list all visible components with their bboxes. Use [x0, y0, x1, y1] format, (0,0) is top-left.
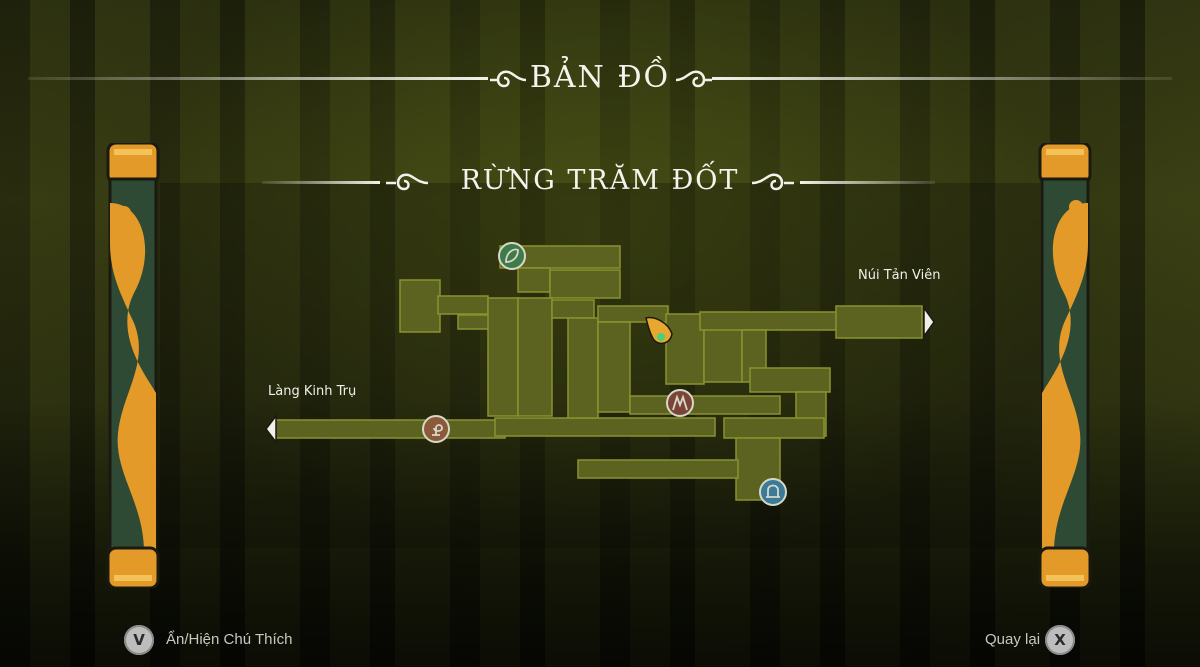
map-room: [457, 314, 491, 330]
region-line-right: [800, 181, 935, 184]
map-room: [399, 279, 441, 333]
page-title: BẢN ĐỒ: [529, 60, 671, 95]
back-button[interactable]: X: [1045, 625, 1075, 655]
map-room: [723, 417, 825, 439]
map-room: [494, 417, 716, 437]
map-room: [517, 297, 553, 417]
map-room: [665, 313, 705, 385]
spiral-icon[interactable]: [422, 415, 450, 443]
swirl-ornament-icon: [751, 173, 794, 191]
map-room: [437, 295, 489, 315]
region-header: RỪNG TRĂM ĐỐT: [0, 165, 1200, 201]
map-header: BẢN ĐỒ: [0, 60, 1200, 100]
exit-arrow-left-icon[interactable]: [265, 413, 277, 445]
map-room: [699, 311, 841, 331]
region-title: RỪNG TRĂM ĐỐT: [460, 165, 740, 196]
mask-icon[interactable]: [666, 389, 694, 417]
map-room: [629, 395, 781, 415]
exit-label-right: Núi Tản Viên: [858, 268, 941, 283]
swirl-ornament-icon: [386, 173, 429, 191]
player-bird-icon[interactable]: [645, 316, 673, 345]
map-room: [551, 299, 595, 319]
exit-label-left: Làng Kinh Trụ: [268, 384, 357, 399]
header-line-left: [28, 77, 488, 80]
header-line-right: [712, 77, 1172, 80]
bell-icon[interactable]: [759, 478, 787, 506]
region-line-left: [262, 181, 380, 184]
swirl-ornament-icon: [675, 70, 712, 88]
map-room: [749, 367, 831, 393]
map-room: [274, 419, 506, 439]
leaf-emblem-icon[interactable]: [498, 242, 526, 270]
map-room: [835, 305, 923, 339]
scroll-pillar-left: [106, 143, 160, 588]
toggle-legend-label: Ẩn/Hiện Chú Thích: [166, 631, 293, 648]
map-room: [517, 267, 551, 293]
toggle-legend-button[interactable]: V: [124, 625, 154, 655]
map-rooms: [274, 245, 923, 501]
swirl-ornament-icon: [490, 70, 527, 88]
map-room: [567, 317, 599, 419]
map-room: [577, 459, 739, 479]
map-room: [597, 321, 631, 413]
map-room: [549, 269, 621, 299]
back-label: Quay lại: [985, 631, 1041, 648]
scroll-pillar-right: [1038, 143, 1092, 588]
exit-arrow-right-icon[interactable]: [923, 305, 935, 339]
map-room: [487, 297, 519, 417]
